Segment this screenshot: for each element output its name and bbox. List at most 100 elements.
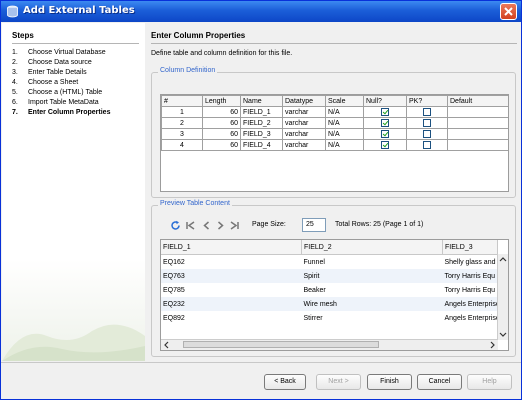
table-cell: Stirrer bbox=[303, 314, 323, 322]
scroll-left-icon[interactable] bbox=[163, 341, 169, 349]
table-row[interactable]: 3 60 FIELD_3 varchar N/A bbox=[161, 128, 508, 140]
table-row[interactable]: EQ232 Wire mesh Angels Enterprise bbox=[161, 297, 498, 311]
title-bar[interactable]: Add External Tables bbox=[1, 1, 521, 22]
last-page-icon[interactable] bbox=[229, 220, 240, 231]
close-button[interactable] bbox=[500, 3, 517, 20]
table-row[interactable]: 1 60 FIELD_1 varchar N/A bbox=[161, 106, 508, 118]
cell-default[interactable] bbox=[447, 117, 508, 129]
close-icon bbox=[504, 7, 513, 16]
help-button[interactable]: Help bbox=[467, 374, 512, 390]
column-definition-group: Column Definition # Length Name Datatype… bbox=[151, 67, 516, 198]
table-cell: Wire mesh bbox=[301, 297, 443, 311]
page-title: Enter Column Properties bbox=[151, 31, 246, 40]
table-row[interactable]: EQ785 Beaker Torry Harris Equ bbox=[161, 283, 498, 297]
decorative-landscape-graphic bbox=[2, 324, 145, 361]
step-item: 4.Choose a Sheet bbox=[12, 79, 79, 86]
table-cell: Angels Enterprise bbox=[444, 314, 498, 322]
cell-length[interactable]: 60 bbox=[202, 128, 241, 140]
page-size-input[interactable]: 25 bbox=[302, 218, 326, 232]
back-button[interactable]: < Back bbox=[264, 374, 306, 390]
scroll-right-icon[interactable] bbox=[490, 341, 496, 349]
pk-checkbox[interactable] bbox=[423, 108, 431, 116]
cell-datatype[interactable]: varchar bbox=[282, 117, 326, 129]
column-header[interactable]: Null? bbox=[363, 95, 407, 107]
finish-button[interactable]: Finish bbox=[367, 374, 412, 390]
horizontal-scrollbar[interactable] bbox=[161, 339, 498, 350]
table-row[interactable]: EQ892 Stirrer Angels Enterprise bbox=[161, 311, 498, 325]
cell-scale[interactable]: N/A bbox=[325, 139, 364, 151]
table-cell: EQ763 bbox=[161, 269, 302, 283]
cell-datatype[interactable]: varchar bbox=[282, 128, 326, 140]
preview-legend: Preview Table Content bbox=[158, 200, 232, 207]
database-icon bbox=[7, 5, 18, 18]
cell-name[interactable]: FIELD_3 bbox=[240, 128, 283, 140]
scroll-down-icon[interactable] bbox=[499, 332, 507, 338]
pk-checkbox[interactable] bbox=[423, 130, 431, 138]
cell-pk bbox=[406, 106, 448, 118]
next-button[interactable]: Next > bbox=[316, 374, 361, 390]
column-header[interactable]: FIELD_1 bbox=[161, 240, 302, 255]
null-checkbox[interactable] bbox=[381, 130, 389, 138]
cell-scale[interactable]: N/A bbox=[325, 117, 364, 129]
table-row[interactable]: EQ162 Funnel Shelly glass and l bbox=[161, 255, 498, 270]
table-header-row: FIELD_1 FIELD_2 FIELD_3 bbox=[161, 240, 498, 255]
cell-default[interactable] bbox=[447, 139, 508, 151]
table-cell: Shelly glass and l bbox=[444, 258, 498, 266]
cell-name[interactable]: FIELD_4 bbox=[240, 139, 283, 151]
scrollbar-thumb[interactable] bbox=[183, 341, 379, 348]
cell-scale[interactable]: N/A bbox=[325, 106, 364, 118]
column-header[interactable]: FIELD_3 bbox=[442, 240, 498, 255]
column-header[interactable]: Name bbox=[240, 95, 283, 107]
main-content: Enter Column Properties Define table and… bbox=[147, 23, 521, 361]
vertical-scrollbar[interactable] bbox=[497, 254, 508, 340]
cell-default[interactable] bbox=[447, 128, 508, 140]
null-checkbox[interactable] bbox=[381, 108, 389, 116]
next-page-icon[interactable] bbox=[215, 220, 226, 231]
column-header[interactable]: Default bbox=[447, 95, 508, 107]
cell-scale[interactable]: N/A bbox=[325, 128, 364, 140]
column-header[interactable]: Datatype bbox=[282, 95, 326, 107]
pk-checkbox[interactable] bbox=[423, 141, 431, 149]
previous-page-icon[interactable] bbox=[201, 220, 212, 231]
page-description: Define table and column definition for t… bbox=[151, 50, 293, 57]
preview-table[interactable]: FIELD_1 FIELD_2 FIELD_3 EQ162 Funnel She… bbox=[160, 239, 509, 351]
cell-default[interactable] bbox=[447, 106, 508, 118]
divider bbox=[151, 43, 517, 44]
table-row[interactable]: 2 60 FIELD_2 varchar N/A bbox=[161, 117, 508, 129]
cell-pk bbox=[406, 128, 448, 140]
cell-null bbox=[363, 139, 407, 151]
cell-length[interactable]: 60 bbox=[202, 139, 241, 151]
cell-num: 3 bbox=[161, 128, 203, 140]
refresh-icon[interactable] bbox=[170, 220, 181, 231]
cell-num: 4 bbox=[161, 139, 203, 151]
column-header[interactable]: FIELD_2 bbox=[301, 240, 443, 255]
cell-datatype[interactable]: varchar bbox=[282, 139, 326, 151]
pk-checkbox[interactable] bbox=[423, 119, 431, 127]
cancel-button[interactable]: Cancel bbox=[417, 374, 462, 390]
cell-length[interactable]: 60 bbox=[202, 106, 241, 118]
cell-length[interactable]: 60 bbox=[202, 117, 241, 129]
column-header[interactable]: PK? bbox=[406, 95, 448, 107]
step-item: 2.Choose Data source bbox=[12, 59, 92, 66]
column-header[interactable]: Scale bbox=[325, 95, 364, 107]
cell-name[interactable]: FIELD_1 bbox=[240, 106, 283, 118]
cell-null bbox=[363, 106, 407, 118]
column-header[interactable]: Length bbox=[202, 95, 241, 107]
cell-datatype[interactable]: varchar bbox=[282, 106, 326, 118]
null-checkbox[interactable] bbox=[381, 141, 389, 149]
step-item: 6.Import Table MetaData bbox=[12, 99, 99, 106]
cell-num: 2 bbox=[161, 117, 203, 129]
column-header[interactable]: # bbox=[161, 95, 203, 107]
first-page-icon[interactable] bbox=[185, 220, 196, 231]
table-row[interactable]: 4 60 FIELD_4 varchar N/A bbox=[161, 139, 508, 151]
scroll-up-icon[interactable] bbox=[499, 256, 507, 262]
page-size-label: Page Size: bbox=[252, 221, 286, 228]
cell-name[interactable]: FIELD_2 bbox=[240, 117, 283, 129]
total-rows-label: Total Rows: 25 (Page 1 of 1) bbox=[335, 221, 424, 228]
null-checkbox[interactable] bbox=[381, 119, 389, 127]
table-row[interactable]: EQ763 Spirit Torry Harris Equ bbox=[161, 269, 498, 283]
column-definition-table[interactable]: # Length Name Datatype Scale Null? PK? D… bbox=[160, 94, 509, 192]
cell-pk bbox=[406, 139, 448, 151]
steps-heading: Steps bbox=[12, 31, 34, 40]
